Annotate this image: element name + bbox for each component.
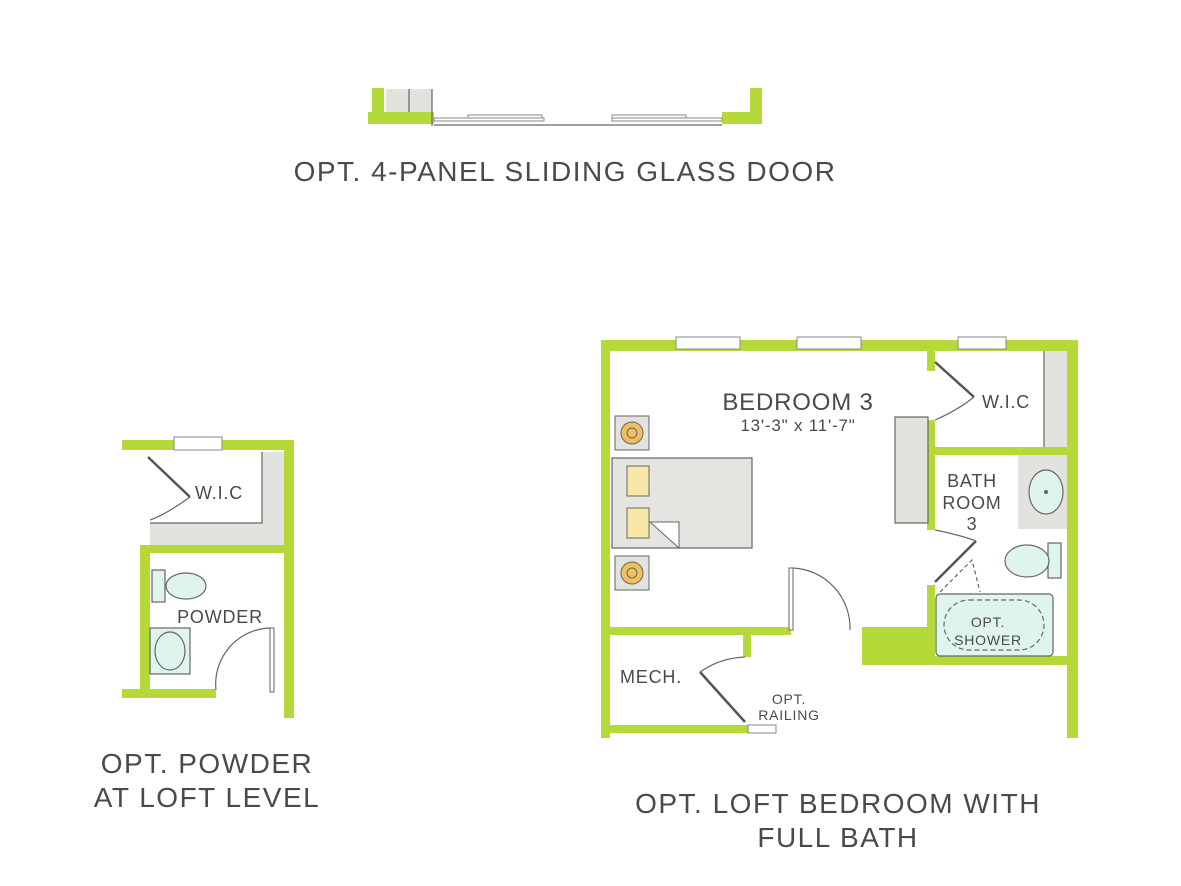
powder-wall-left [140, 545, 150, 697]
loft-lamp-top-inner [626, 427, 638, 439]
powder-toilet-tank [151, 569, 166, 603]
loft-wall-right [1067, 340, 1078, 738]
loft-caption-line2: FULL BATH [757, 822, 918, 853]
loft-wall-bedroom-bottom [601, 627, 791, 635]
loft-railing-label-line2: RAILING [758, 707, 820, 723]
loft-wall-mech-bottom [601, 725, 751, 733]
loft-window-1 [675, 336, 741, 350]
powder-room-label: POWDER [177, 607, 263, 627]
powder-wall-top-left [122, 440, 174, 450]
loft-lamp-bottom-inner [626, 567, 638, 579]
powder-sink-basin [154, 631, 186, 671]
loft-bath-door-leaf [934, 540, 977, 583]
loft-mech-label: MECH. [620, 667, 682, 687]
loft-shower-label-line2: SHOWER [954, 632, 1022, 648]
powder-caption-line1: OPT. POWDER [101, 748, 314, 779]
powder-toilet-bowl [165, 572, 207, 600]
sliding-door-caption: OPT. 4-PANEL SLIDING GLASS DOOR [294, 156, 837, 187]
loft-wall-bath-left-upper [927, 420, 935, 530]
powder-wic-shelf-bottom [150, 523, 284, 545]
loft-wall-left [601, 340, 610, 738]
powder-door-swing [215, 627, 271, 691]
loft-opt-shower-basin [943, 599, 1045, 651]
loft-plan: W.I.C BATH ROOM 3 OPT. SHOWER [601, 336, 1078, 853]
loft-bedroom-label: BEDROOM 3 [722, 389, 873, 416]
sliding-door-plan: OPT. 4-PANEL SLIDING GLASS DOOR [294, 88, 837, 187]
loft-bed-pillow-1 [626, 465, 650, 497]
loft-wic-label: W.I.C [982, 392, 1030, 412]
powder-wall-divider [140, 545, 284, 553]
loft-mech-door-swing [699, 656, 746, 673]
loft-wic-door-swing [934, 396, 975, 421]
loft-toilet-bowl [1004, 544, 1050, 578]
loft-window-2 [796, 336, 862, 350]
powder-plan: W.I.C POWDER OPT. POWDER AT LOFT LEVEL [94, 436, 320, 813]
loft-bath-door-swing [934, 529, 977, 542]
sliding-door-panel-2 [467, 114, 543, 119]
loft-vanity-drain [1044, 490, 1048, 494]
loft-dresser [894, 416, 929, 524]
loft-wic-shelf [1044, 351, 1067, 447]
sliding-door-wall-right-base [722, 112, 762, 124]
loft-wall-wic-bottom [927, 447, 1067, 455]
powder-wall-top-right [222, 440, 294, 450]
loft-bedroom-size: 13'-3" x 11'-7" [740, 416, 855, 435]
loft-railing-stub [747, 724, 777, 734]
loft-bedroom-door-leaf [788, 567, 794, 631]
powder-door-leaf [269, 627, 275, 693]
powder-wall-bottom [122, 689, 216, 698]
loft-bed-fold [648, 521, 680, 550]
loft-opt-shower [935, 593, 1054, 657]
loft-lamp-bottom [620, 561, 644, 585]
powder-wic-label: W.I.C [195, 483, 243, 503]
loft-mech-door-leaf [699, 671, 746, 723]
loft-lamp-top [620, 421, 644, 445]
loft-wall-block [862, 627, 928, 665]
powder-wic-door-swing [149, 496, 191, 521]
loft-shower-label-line1: OPT. [971, 614, 1005, 630]
powder-wic-shelf-side [262, 452, 284, 545]
loft-bath-label-line2: ROOM [942, 493, 1001, 513]
loft-wall-mech-right [743, 635, 751, 657]
loft-bedroom-door-swing [792, 567, 851, 631]
loft-caption-line1: OPT. LOFT BEDROOM WITH [635, 788, 1041, 819]
powder-wic-shelf-edge [150, 452, 263, 524]
loft-shower-door-swing [939, 558, 981, 593]
sliding-door-wall-left-base [368, 112, 434, 124]
powder-window [173, 436, 223, 451]
loft-toilet-tank [1047, 542, 1062, 579]
loft-bath-label-line1: BATH [947, 471, 997, 491]
powder-wall-right [284, 440, 294, 718]
loft-railing-label-line1: OPT. [772, 691, 806, 707]
loft-wall-bath-bottom [927, 656, 1077, 665]
loft-wic-door-leaf [934, 361, 975, 398]
powder-wic-door-leaf [147, 456, 191, 498]
powder-caption-line2: AT LOFT LEVEL [94, 782, 320, 813]
sliding-door-panel-4 [611, 117, 723, 122]
loft-bed-pillow-2 [626, 507, 650, 539]
loft-bath-label-line3: 3 [967, 514, 978, 534]
loft-wall-bath-left-lower [927, 585, 935, 665]
loft-window-3 [957, 336, 1007, 350]
loft-wall-wic-left [927, 351, 935, 371]
